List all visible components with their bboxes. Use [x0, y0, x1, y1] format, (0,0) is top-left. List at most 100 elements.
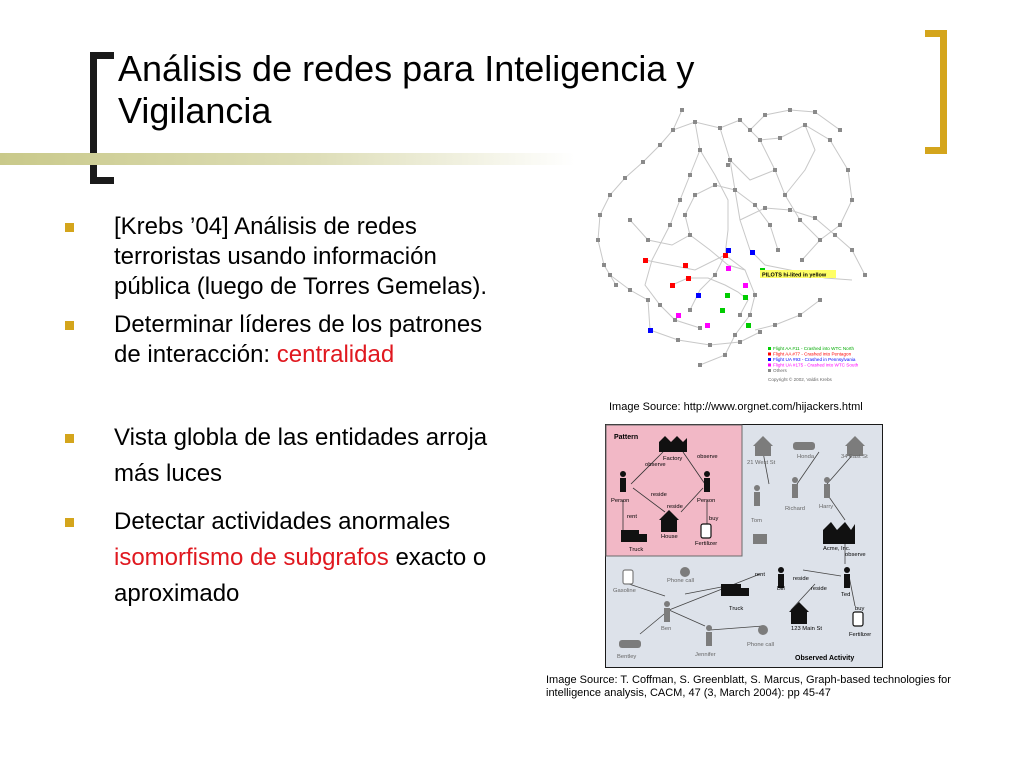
bullet-square-icon	[65, 321, 74, 330]
person-icon	[664, 601, 670, 607]
car-icon	[793, 442, 815, 450]
svg-text:Observed Activity: Observed Activity	[795, 655, 854, 662]
graph-image-caption: Image Source: T. Coffman, S. Greenblatt,…	[546, 674, 951, 699]
svg-text:21 West St: 21 West St	[747, 460, 776, 466]
person-icon	[620, 471, 626, 477]
bullet-item: Detectar actividades anormales isomorfis…	[62, 504, 502, 612]
bullet-square-icon	[65, 518, 74, 527]
network-legend: Flight AA #11 - Crashed into WTC North F…	[768, 346, 859, 382]
barrel-icon	[852, 611, 864, 627]
network-nodes-flights	[643, 248, 765, 333]
house-icon	[789, 602, 809, 612]
svg-text:Richard: Richard	[785, 506, 805, 512]
svg-text:Flight UA #93 - Crashed in Pen: Flight UA #93 - Crashed in Pennsylvania	[773, 357, 856, 362]
svg-text:rent: rent	[755, 572, 765, 578]
bullet-text: exacto o aproximado	[114, 544, 487, 607]
legend-swatch	[768, 352, 771, 356]
svg-text:Bentley: Bentley	[617, 654, 636, 660]
svg-text:reside: reside	[667, 504, 683, 510]
car-icon	[619, 640, 641, 648]
person-icon	[844, 567, 850, 573]
bullet-highlight: centralidad	[276, 341, 395, 368]
factory-icon	[659, 442, 687, 452]
svg-text:PILOTS hi-lited in yellow: PILOTS hi-lited in yellow	[762, 273, 827, 279]
person-icon	[754, 485, 760, 491]
person-icon	[792, 477, 798, 483]
svg-text:123 Main St: 123 Main St	[791, 626, 822, 632]
svg-text:reside: reside	[811, 586, 827, 592]
bullet-item: [Krebs ’04] Análisis de redes terrorista…	[62, 212, 502, 302]
terrorist-network-figure: PILOTS hi-lited in yellow Flight AA #11 …	[596, 108, 867, 382]
person-icon	[706, 625, 712, 631]
svg-text:Flight UA #175 - Crashed into: Flight UA #175 - Crashed into WTC South	[773, 363, 859, 368]
svg-text:Bill: Bill	[777, 586, 785, 592]
svg-text:34 East St: 34 East St	[841, 454, 868, 460]
bullet-item: Determinar líderes de los patrones de in…	[62, 310, 502, 370]
truck-icon	[721, 584, 741, 596]
bullet-list: [Krebs ’04] Análisis de redes terrorista…	[62, 212, 502, 612]
title-underline-bar	[0, 153, 575, 165]
svg-text:buy: buy	[855, 606, 864, 612]
legend-swatch	[768, 347, 771, 350]
svg-text:Harry: Harry	[819, 504, 833, 510]
svg-text:Truck: Truck	[629, 547, 643, 553]
factory-roof-icon	[659, 436, 687, 442]
svg-text:reside: reside	[651, 492, 667, 498]
house-icon	[845, 436, 865, 446]
svg-text:Others: Others	[773, 368, 787, 373]
barrel-icon	[622, 569, 634, 585]
bullet-text: [Krebs ’04] Análisis de redes terrorista…	[114, 213, 488, 300]
bullet-square-icon	[65, 223, 74, 232]
svg-text:rent: rent	[627, 514, 637, 520]
svg-text:Honda: Honda	[797, 454, 815, 460]
bullet-highlight: isomorfismo de subgrafos	[114, 544, 389, 571]
phone-icon	[758, 625, 768, 635]
slide-title: Análisis de redes para Inteligencia y Vi…	[118, 48, 695, 131]
svg-text:Person: Person	[697, 498, 715, 504]
svg-text:reside: reside	[793, 576, 809, 582]
bullet-text: Detectar actividades anormales	[114, 508, 451, 535]
svg-text:Copyright © 2002, Valdis Krebs: Copyright © 2002, Valdis Krebs	[768, 376, 833, 382]
network-nodes-others	[596, 108, 867, 367]
svg-text:observe: observe	[845, 552, 866, 558]
svg-text:Phone call: Phone call	[667, 578, 694, 584]
svg-text:observe: observe	[697, 454, 718, 460]
network-image-caption: Image Source: http://www.orgnet.com/hija…	[609, 401, 863, 413]
bullet-text: Vista globla de las entidades arroja más…	[114, 424, 488, 487]
legend-swatch	[768, 363, 771, 367]
right-bracket-decoration	[925, 30, 947, 154]
network-edges	[597, 109, 866, 366]
envelope-icon	[753, 534, 767, 544]
person-icon	[824, 477, 830, 483]
phone-icon	[680, 567, 690, 577]
svg-text:Fertilizer: Fertilizer	[695, 541, 717, 547]
svg-text:Person: Person	[611, 498, 629, 504]
svg-text:Pattern: Pattern	[614, 434, 638, 441]
barrel-icon	[700, 523, 712, 539]
svg-text:Flight AA #77 - Crashed into P: Flight AA #77 - Crashed into Pentagon	[773, 352, 852, 357]
svg-text:Gasoline: Gasoline	[613, 588, 636, 594]
svg-text:Ben: Ben	[661, 626, 671, 632]
svg-text:Truck: Truck	[729, 606, 743, 612]
svg-text:Flight AA #11 - Crashed into W: Flight AA #11 - Crashed into WTC North	[773, 346, 855, 351]
house-icon	[753, 436, 773, 446]
svg-text:Tom: Tom	[751, 518, 762, 524]
person-icon	[704, 471, 710, 477]
svg-text:observe: observe	[645, 462, 666, 468]
svg-text:buy: buy	[709, 516, 718, 522]
legend-swatch	[768, 358, 771, 361]
pilots-callout: PILOTS hi-lited in yellow	[760, 270, 836, 279]
svg-text:Phone call: Phone call	[747, 642, 774, 648]
legend-swatch	[768, 369, 771, 372]
svg-text:Fertilizer: Fertilizer	[849, 632, 871, 638]
factory-icon	[823, 530, 855, 544]
svg-text:Ted: Ted	[841, 592, 850, 598]
person-icon	[778, 567, 784, 573]
pattern-matching-figure: Pattern Factory observe observe Person r…	[605, 424, 883, 668]
svg-text:Acme, Inc.: Acme, Inc.	[823, 546, 851, 552]
bullet-text: Determinar líderes de los patrones de in…	[114, 311, 483, 368]
bullet-square-icon	[65, 434, 74, 443]
bullet-item: Vista globla de las entidades arroja más…	[62, 420, 502, 492]
svg-text:Factory: Factory	[663, 456, 682, 462]
truck-icon	[621, 530, 639, 542]
